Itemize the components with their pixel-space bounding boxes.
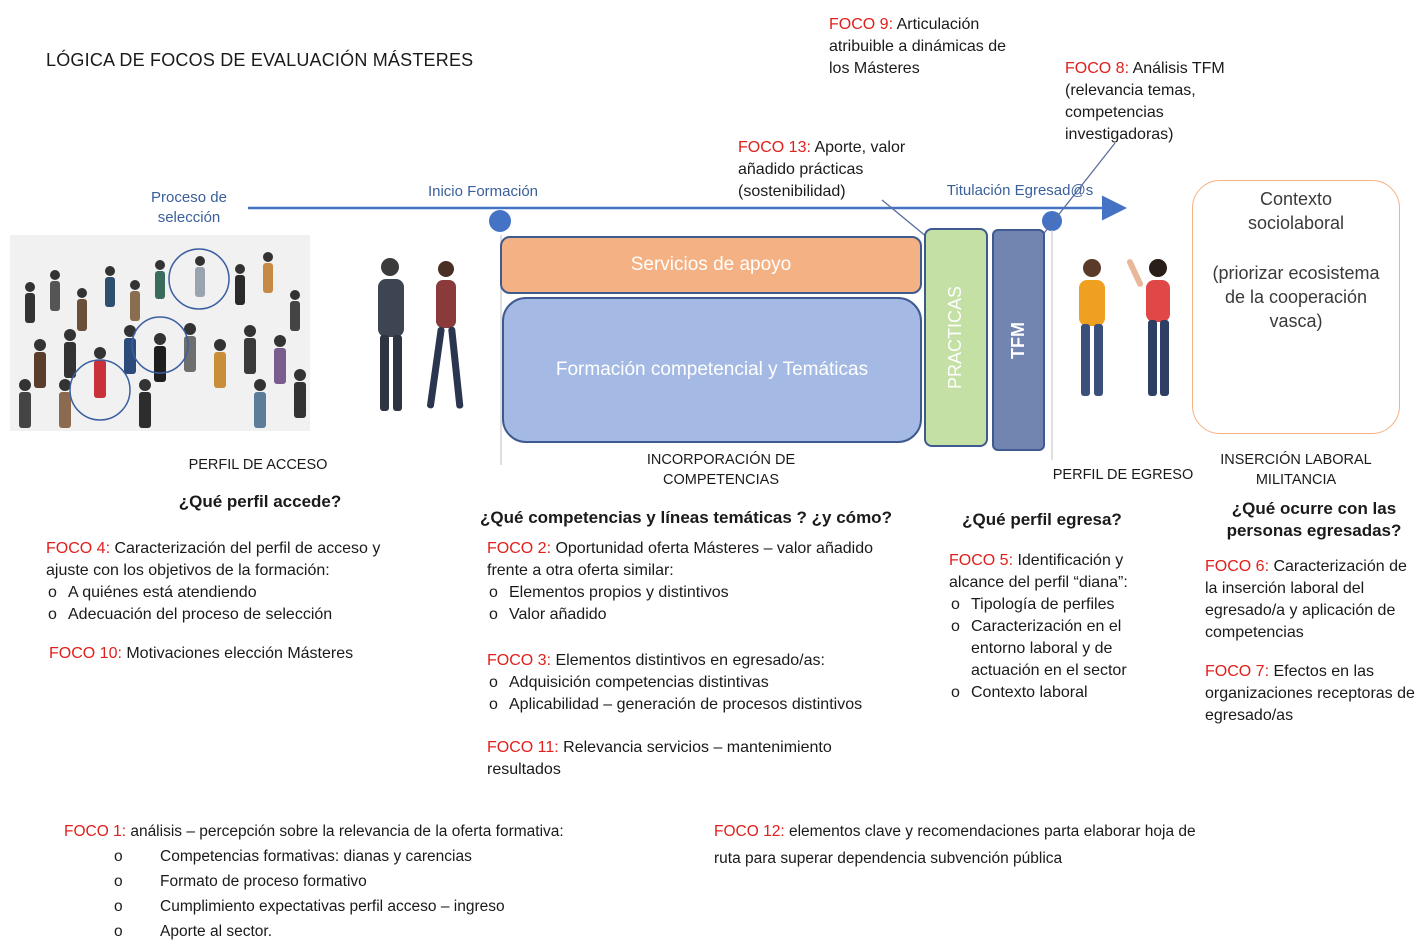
foco1-item: Competencias formativas: dianas y carenc… [64, 844, 684, 869]
foco5-block: FOCO 5: Identificación y alcance del per… [949, 550, 1159, 704]
crowd-image [10, 235, 310, 431]
foco5-item: Contexto laboral [949, 682, 1159, 704]
foco2-text: Oportunidad oferta Másteres – valor añad… [487, 540, 873, 579]
inicio-marker [489, 210, 511, 232]
foco12-text: elementos clave y recomendaciones parta … [714, 823, 1196, 867]
foco5-item: Tipología de perfiles [949, 594, 1159, 616]
foco3-text: Elementos distintivos en egresado/as: [551, 652, 825, 669]
tfm-label: TFM [1007, 321, 1028, 359]
foco1-text: análisis – percepción sobre la relevanci… [126, 823, 564, 840]
graduates-illustration [1066, 252, 1186, 402]
foco1-block: FOCO 1: análisis – percepción sobre la r… [64, 819, 684, 944]
foco5-text: Identificación y alcance del perfil “dia… [949, 552, 1128, 591]
foco6-label: FOCO 6: [1205, 558, 1270, 575]
foco2-item: Elementos propios y distintivos [487, 582, 887, 604]
foco4-label: FOCO 4: [46, 540, 111, 557]
practicas-block: PRACTICAS [924, 228, 988, 447]
foco13-label: FOCO 13: [738, 139, 811, 156]
servicios-de-apoyo-block: Servicios de apoyo [500, 236, 922, 294]
foco12-label: FOCO 12: [714, 823, 785, 840]
question-competencias: ¿Qué competencias y líneas temáticas ? ¿… [480, 508, 892, 527]
foco9-note: FOCO 9: Articulación atribuible a dinámi… [829, 14, 1019, 80]
foco10-label: FOCO 10: [49, 645, 122, 662]
page-title: LÓGICA DE FOCOS DE EVALUACIÓN MÁSTERES [46, 50, 474, 70]
contexto-title: Contexto sociolaboral [1247, 189, 1345, 233]
foco5-item: Caracterización en el entorno laboral y … [949, 616, 1159, 682]
foco5-label: FOCO 5: [949, 552, 1014, 569]
foco3-label: FOCO 3: [487, 652, 552, 669]
question-acceso: ¿Qué perfil accede? [178, 492, 342, 511]
foco11-text: Relevancia servicios – mantenimiento res… [487, 739, 832, 778]
foco4-block: FOCO 4: Caracterización del perfil de ac… [46, 538, 426, 626]
foco1-label: FOCO 1: [64, 823, 127, 840]
foco9-label: FOCO 9: [829, 16, 894, 33]
insercion-caption: INSERCIÓN LABORAL MILITANCIA [1220, 452, 1372, 488]
formacion-label: Formación competencial y Temáticas [555, 359, 869, 380]
foco12-block: FOCO 12: elementos clave y recomendacion… [714, 818, 1204, 872]
foco2-block: FOCO 2: Oportunidad oferta Másteres – va… [487, 538, 887, 626]
foco7-text: Efectos en las organizaciones receptoras… [1205, 663, 1415, 724]
foco4-item: A quiénes está atendiendo [46, 582, 426, 604]
foco11-block: FOCO 11: Relevancia servicios – mantenim… [487, 737, 887, 781]
question-egresa: ¿Qué perfil egresa? [962, 510, 1122, 529]
foco10-block: FOCO 10: Motivaciones elección Másteres [49, 643, 429, 665]
proceso-label: Proceso de selección [151, 189, 227, 226]
contexto-box: Contexto sociolaboral (priorizar ecosist… [1192, 180, 1400, 434]
question-egresadas: ¿Qué ocurre con las personas egresadas? [1226, 499, 1402, 540]
foco2-item: Valor añadido [487, 604, 887, 626]
foco1-item: Aporte al sector. [64, 919, 684, 944]
foco2-label: FOCO 2: [487, 540, 552, 557]
tfm-block: TFM [992, 229, 1045, 451]
formacion-block: Formación competencial y Temáticas [502, 297, 922, 443]
practicas-label: PRACTICAS [945, 285, 966, 390]
foco3-item: Aplicabilidad – generación de procesos d… [487, 694, 927, 716]
foco8-note: FOCO 8: Análisis TFM (relevancia temas, … [1065, 58, 1245, 146]
inicio-label: Inicio Formación [427, 183, 539, 200]
foco9-text: Articulación atribuible a dinámicas de l… [829, 16, 1006, 77]
foco8-text: Análisis TFM (relevancia temas, competen… [1065, 60, 1225, 143]
titulacion-label: Titulación Egresad@s [946, 182, 1094, 199]
foco3-item: Adquisición competencias distintivas [487, 672, 927, 694]
foco7-block: FOCO 7: Efectos en las organizaciones re… [1205, 661, 1420, 727]
foco10-text: Motivaciones elección Másteres [121, 645, 354, 662]
foco6-text: Caracterización de la inserción laboral … [1205, 558, 1407, 641]
foco4-text: Caracterización del perfil de acceso y a… [46, 540, 381, 579]
foco7-label: FOCO 7: [1205, 663, 1270, 680]
foco13-note: FOCO 13: Aporte, valor añadido prácticas… [738, 137, 938, 203]
foco13-text: Aporte, valor añadido prácticas (sosteni… [738, 139, 906, 200]
foco1-item: Formato de proceso formativo [64, 869, 684, 894]
contexto-body: (priorizar ecosistema de la cooperación … [1212, 263, 1380, 331]
foco8-label: FOCO 8: [1065, 60, 1130, 77]
servicios-label: Servicios de apoyo [630, 254, 792, 275]
foco4-item: Adecuación del proceso de selección [46, 604, 426, 626]
incorporacion-caption: INCORPORACIÓN DE COMPETENCIAS [646, 452, 796, 488]
foco6-block: FOCO 6: Caracterización de la inserción … [1205, 556, 1420, 644]
perfil-acceso-caption: PERFIL DE ACCESO [188, 457, 328, 473]
foco3-block: FOCO 3: Elementos distintivos en egresad… [487, 650, 927, 716]
foco1-item: Cumplimiento expectativas perfil acceso … [64, 894, 684, 919]
foco11-label: FOCO 11: [487, 739, 559, 756]
perfil-egreso-caption: PERFIL DE EGRESO [1052, 467, 1194, 483]
students-illustration [368, 255, 478, 420]
